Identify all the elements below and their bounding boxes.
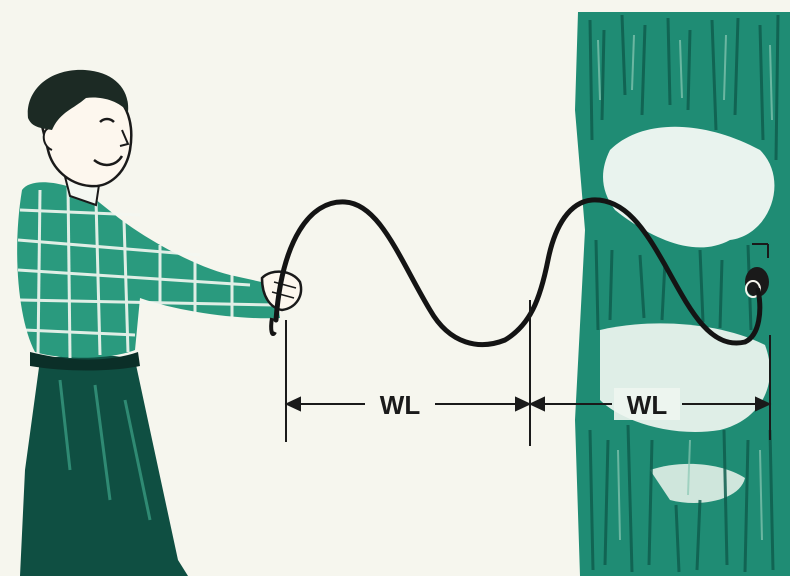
- wavelength-label-left: WL: [380, 390, 421, 420]
- arrowhead-left-start: [287, 398, 300, 410]
- boy-figure: [17, 70, 301, 576]
- wavelength-label-right: WL: [627, 390, 668, 420]
- arrowhead-right-start: [531, 398, 544, 410]
- arrowhead-left-end: [516, 398, 529, 410]
- boy-ear: [44, 128, 52, 150]
